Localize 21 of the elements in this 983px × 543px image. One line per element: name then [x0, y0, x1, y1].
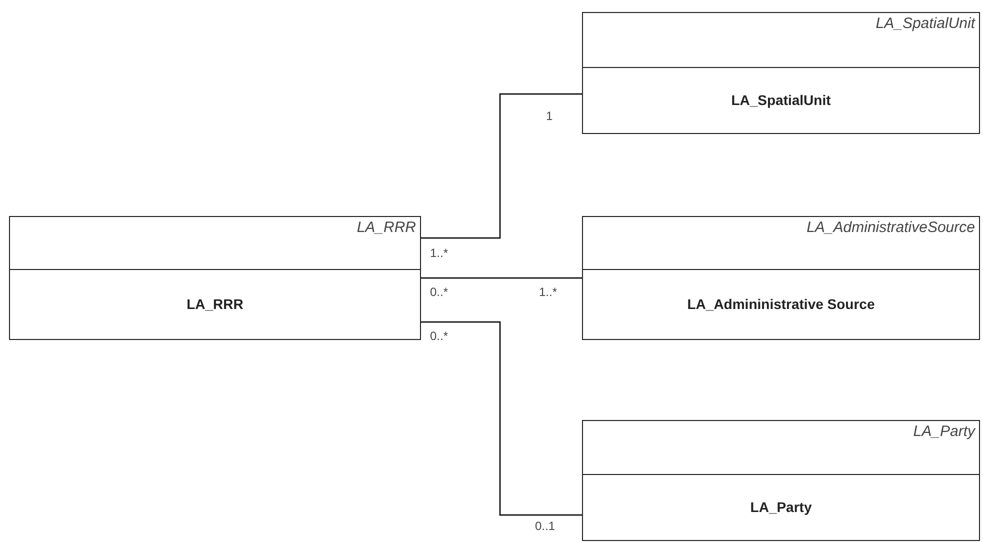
multiplicity-label: 0..1: [535, 519, 556, 533]
association-line: [421, 277, 582, 279]
multiplicity-label: 1..*: [539, 285, 558, 299]
multiplicity-label: 1..*: [430, 246, 448, 260]
class-box: [9, 216, 421, 340]
class-name: LA_Party: [750, 499, 812, 515]
class-name: LA_Admininistrative Source: [687, 296, 875, 312]
multiplicity-label: 0..*: [430, 285, 448, 299]
class-stereotype-name: LA_Party: [913, 423, 975, 440]
multiplicity-label: 0..*: [430, 329, 448, 343]
class-box: [582, 420, 980, 541]
multiplicity-label: 1: [546, 109, 553, 123]
class-name: LA_RRR: [186, 296, 244, 312]
class-stereotype-name: LA_AdministrativeSource: [806, 219, 975, 236]
class-box: [582, 216, 980, 340]
class-name: LA_SpatialUnit: [731, 92, 831, 108]
class-box: [582, 12, 980, 134]
class-stereotype-name: LA_SpatialUnit: [876, 15, 975, 32]
association-line: [421, 321, 582, 516]
class-stereotype-name: LA_RRR: [356, 219, 416, 236]
association-line: [421, 93, 582, 239]
